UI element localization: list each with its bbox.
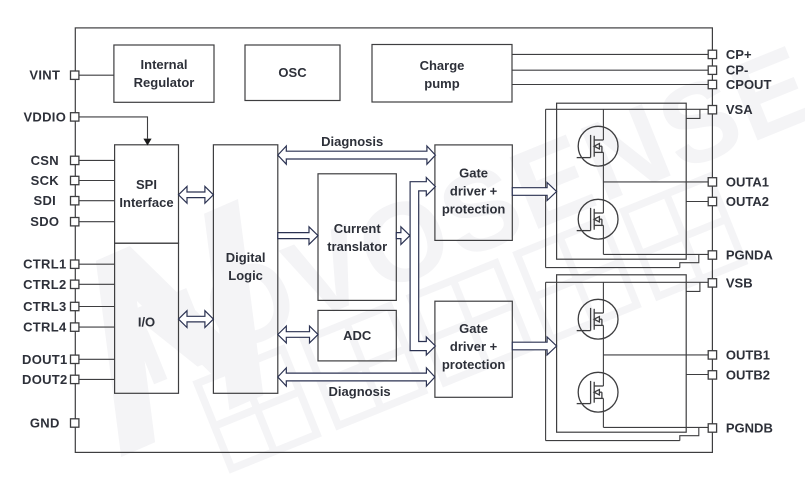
svg-text:CSN: CSN — [31, 153, 59, 168]
svg-text:OUTB1: OUTB1 — [726, 347, 770, 362]
svg-text:VDDIO: VDDIO — [23, 109, 66, 124]
svg-text:CP+: CP+ — [726, 47, 752, 62]
svg-text:CPOUT: CPOUT — [726, 77, 772, 92]
svg-text:ADC: ADC — [343, 328, 372, 343]
svg-text:Digital: Digital — [226, 250, 266, 265]
svg-text:VSA: VSA — [726, 102, 753, 117]
svg-text:OUTA1: OUTA1 — [726, 174, 769, 189]
svg-text:I/O: I/O — [138, 315, 155, 330]
svg-text:SDI: SDI — [34, 193, 57, 208]
svg-text:DOUT1: DOUT1 — [22, 352, 68, 367]
svg-text:Interface: Interface — [119, 195, 173, 210]
svg-text:Diagnosis: Diagnosis — [329, 384, 391, 399]
svg-text:CTRL2: CTRL2 — [23, 277, 66, 292]
svg-text:Current: Current — [334, 221, 382, 236]
svg-text:protection: protection — [442, 357, 506, 372]
svg-text:translator: translator — [327, 239, 387, 254]
svg-text:CP-: CP- — [726, 63, 748, 78]
svg-text:driver +: driver + — [450, 183, 498, 198]
svg-text:GND: GND — [30, 416, 60, 431]
svg-text:PGNDA: PGNDA — [726, 248, 774, 263]
svg-text:CTRL1: CTRL1 — [23, 257, 66, 272]
svg-text:OUTA2: OUTA2 — [726, 194, 769, 209]
svg-text:OSC: OSC — [278, 65, 307, 80]
svg-text:Gate: Gate — [459, 321, 488, 336]
svg-text:Charge: Charge — [420, 58, 465, 73]
svg-text:CTRL4: CTRL4 — [23, 320, 67, 335]
svg-text:OUTB2: OUTB2 — [726, 367, 770, 382]
svg-text:Gate: Gate — [459, 165, 488, 180]
svg-text:protection: protection — [442, 201, 506, 216]
svg-text:Regulator: Regulator — [134, 75, 195, 90]
svg-text:Diagnosis: Diagnosis — [321, 134, 383, 149]
svg-text:VINT: VINT — [29, 68, 60, 83]
svg-text:VSB: VSB — [726, 275, 753, 290]
svg-text:PGNDB: PGNDB — [726, 421, 773, 436]
svg-text:SDO: SDO — [30, 214, 59, 229]
svg-text:SPI: SPI — [136, 177, 157, 192]
svg-text:DOUT2: DOUT2 — [22, 372, 68, 387]
svg-text:CTRL3: CTRL3 — [23, 299, 66, 314]
svg-text:SCK: SCK — [31, 173, 60, 188]
svg-text:Internal: Internal — [141, 57, 188, 72]
svg-text:pump: pump — [424, 76, 459, 91]
svg-text:driver +: driver + — [450, 339, 498, 354]
svg-text:Logic: Logic — [228, 268, 263, 283]
